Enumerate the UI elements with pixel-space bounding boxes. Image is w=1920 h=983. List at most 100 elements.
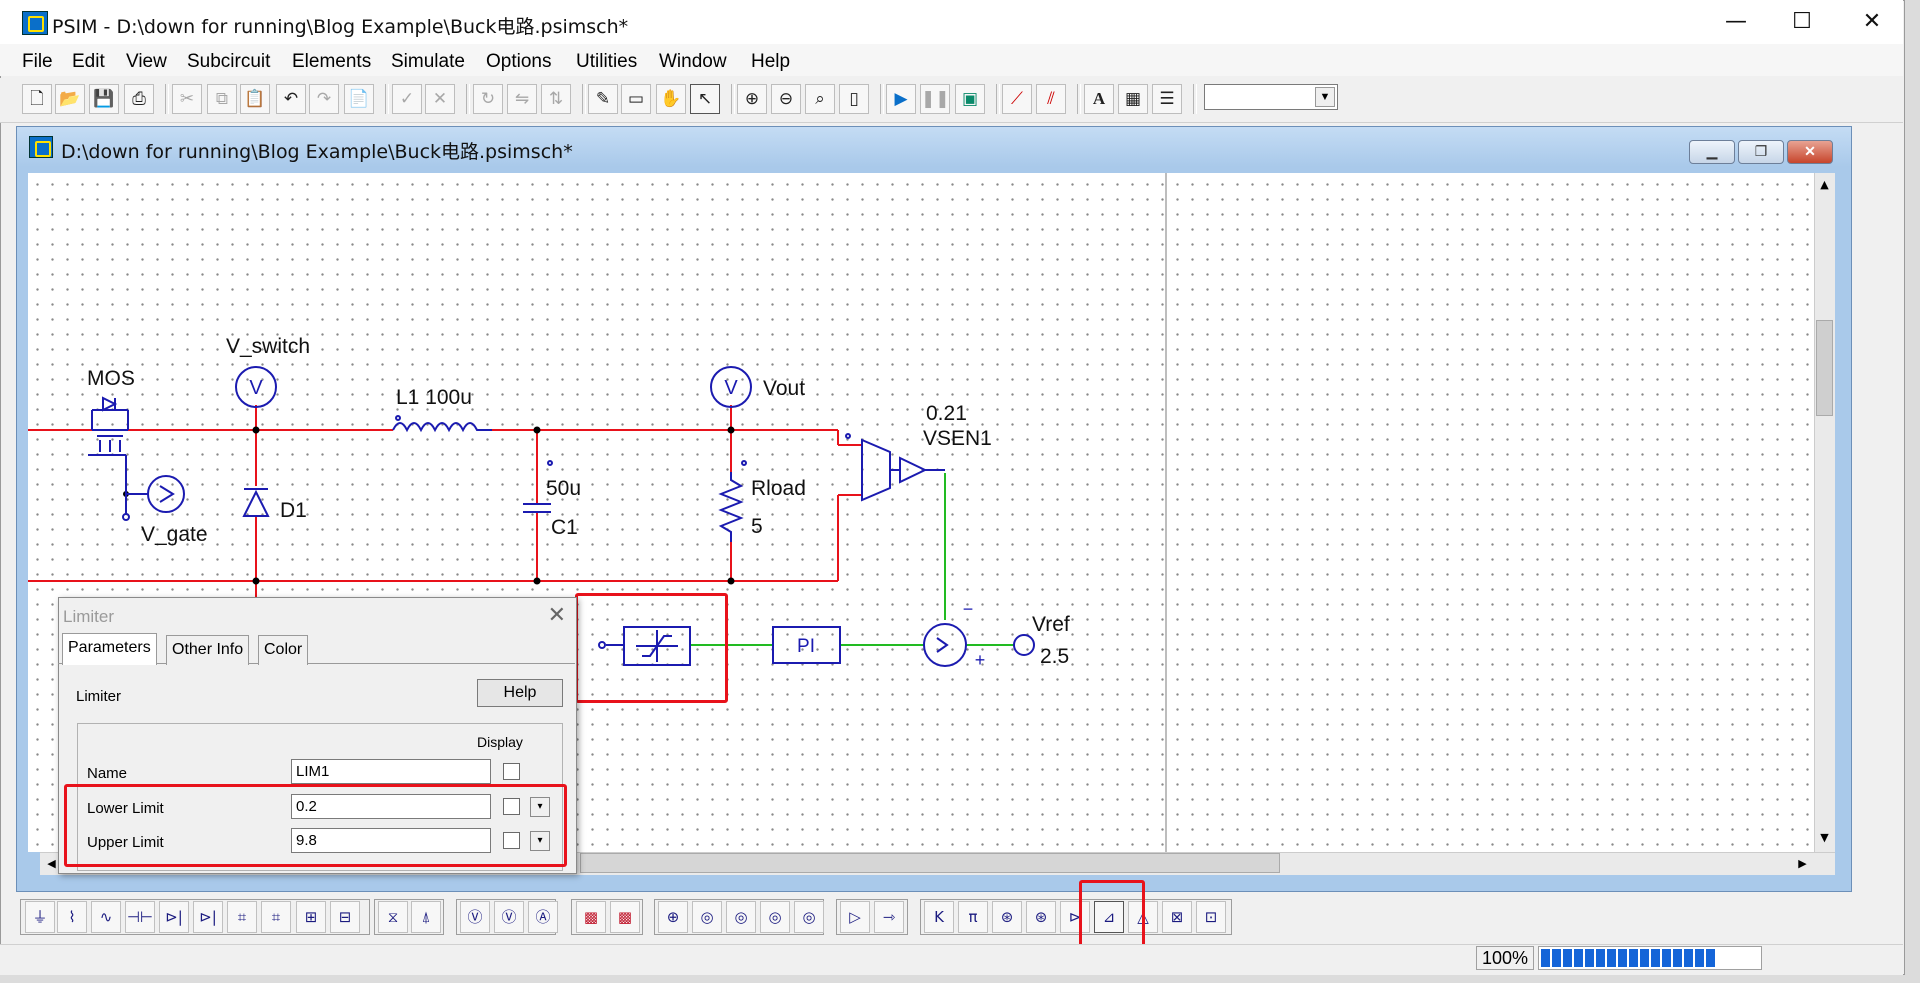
voltmeter-icon[interactable]: Ⓥ [460,901,490,933]
upper-limit-field[interactable]: 9.8 [291,828,491,853]
flip-tb-icon[interactable]: ⇅ [541,84,571,114]
k-gain-icon[interactable]: K [924,901,954,933]
name-display-checkbox[interactable] [503,763,520,780]
divider-icon[interactable]: ⊳ [1060,901,1090,933]
pan-hand-icon[interactable]: ✋ [656,84,686,114]
probe-diff-icon[interactable]: ⫽ [1036,84,1066,114]
dialog-close-icon[interactable]: ✕ [547,602,566,627]
igbt-icon[interactable]: ⌗ [227,901,257,933]
close-button[interactable]: ✕ [1862,9,1882,34]
zoh-icon[interactable]: ⊠ [1162,901,1192,933]
help-button[interactable]: Help [477,679,563,707]
tab-parameters[interactable]: Parameters [62,633,157,665]
library-icon[interactable]: ▦ [1118,84,1148,114]
lower-limit-field[interactable]: 0.2 [291,794,491,819]
mosfet-icon[interactable]: ⌗ [261,901,291,933]
vertical-scroll-thumb[interactable] [1816,320,1833,416]
upper-limit-display-checkbox[interactable] [503,832,520,849]
cross-icon[interactable]: ✕ [425,84,455,114]
select-arrow-icon[interactable]: ↖ [690,84,720,114]
menu-view[interactable]: View [126,51,167,72]
resistor-icon[interactable]: ⌇ [57,901,87,933]
element-combo[interactable]: ▼ [1204,84,1338,110]
redo-icon[interactable]: ↷ [309,84,339,114]
pulse-source-icon[interactable]: ◎ [726,901,756,933]
chevron-down-icon[interactable]: ▼ [1315,87,1335,107]
undo-icon[interactable]: ↶ [276,84,306,114]
menu-file[interactable]: File [22,51,53,72]
run-simulation-icon[interactable]: ▶ [886,84,916,114]
scroll-up-icon[interactable]: ▲ [1820,178,1829,191]
lower-limit-dropdown-icon[interactable]: ▾ [530,797,550,817]
abs-block-icon[interactable]: ⊡ [1196,901,1226,933]
text-icon[interactable]: A [1084,84,1114,114]
doc-minimize-button[interactable]: ▁ [1689,140,1735,164]
flip-lr-icon[interactable]: ⇋ [507,84,537,114]
current-source-icon[interactable]: ◎ [760,901,790,933]
scope-icon[interactable]: ▩ [576,901,606,933]
scroll-right-icon[interactable]: ▶ [1798,857,1807,870]
bjt-icon[interactable]: ⊞ [296,901,326,933]
transformer-icon[interactable]: ⧖ [378,901,408,933]
clipboard-icon[interactable]: 📄 [344,84,374,114]
ac-voltmeter-icon[interactable]: Ⓥ [494,901,524,933]
upper-limit-dropdown-icon[interactable]: ▾ [530,831,550,851]
minimize-button[interactable]: — [1725,9,1747,34]
gating-block-icon[interactable]: ⇾ [874,901,904,933]
limiter-icon[interactable]: ⊿ [1094,901,1124,933]
menu-utilities[interactable]: Utilities [576,51,638,72]
wire-pen-icon[interactable]: ✎ [588,84,618,114]
opamp-icon[interactable]: ⍋ [411,901,441,933]
diode-icon[interactable]: ⊳| [159,901,189,933]
scroll-down-icon[interactable]: ▼ [1820,831,1829,844]
label-icon[interactable]: ▭ [621,84,651,114]
open-folder-icon[interactable]: 📂 [55,84,85,114]
ac-source-icon[interactable]: ◎ [692,901,722,933]
thyristor-icon[interactable]: ⊳| [193,901,223,933]
multiplier-icon[interactable]: ⊛ [1026,901,1056,933]
probe-scope-icon[interactable]: ▩ [610,901,640,933]
menu-simulate[interactable]: Simulate [391,51,465,72]
save-icon[interactable]: 💾 [89,84,119,114]
menu-edit[interactable]: Edit [72,51,105,72]
doc-restore-button[interactable]: ❐ [1738,140,1784,164]
zoom-out-icon[interactable]: ⊖ [771,84,801,114]
print-icon[interactable]: ⎙ [124,84,154,114]
menu-window[interactable]: Window [659,51,727,72]
cut-icon[interactable]: ✂ [172,84,202,114]
rotate-icon[interactable]: ↻ [473,84,503,114]
probe-icon[interactable]: ⟋ [1002,84,1032,114]
inductor-icon[interactable]: ∿ [91,901,121,933]
menu-subcircuit[interactable]: Subcircuit [187,51,271,72]
ground-icon[interactable]: ⏚ [25,901,55,933]
ammeter-icon[interactable]: Ⓐ [528,901,558,933]
vertical-scrollbar[interactable] [1814,173,1835,852]
horizontal-scroll-thumb[interactable] [580,853,1280,873]
summer-icon[interactable]: ⊛ [992,901,1022,933]
comparator-icon[interactable]: ▷ [840,901,870,933]
pause-icon[interactable]: ❚❚ [920,84,950,114]
zoom-fit-icon[interactable]: ⌕ [805,84,835,114]
step-source-icon[interactable]: ◎ [794,901,824,933]
capacitor-icon[interactable]: ⊣⊢ [125,901,155,933]
menu-elements[interactable]: Elements [292,51,372,72]
menu-help[interactable]: Help [751,51,791,72]
switch-icon[interactable]: ⊟ [330,901,360,933]
page-icon[interactable]: ▯ [839,84,869,114]
lower-limit-display-checkbox[interactable] [503,798,520,815]
tab-color[interactable]: Color [258,635,309,665]
name-field[interactable]: LIM1 [291,759,491,784]
doc-close-button[interactable]: ✕ [1787,140,1833,164]
new-file-icon[interactable]: 🗋 [22,84,52,114]
dc-source-icon[interactable]: ⊕ [658,901,688,933]
paste-icon[interactable]: 📋 [240,84,270,114]
pi-block-icon[interactable]: π [958,901,988,933]
check-icon[interactable]: ✓ [392,84,422,114]
scroll-left-icon[interactable]: ◀ [47,857,56,870]
maximize-button[interactable]: ☐ [1792,9,1812,34]
element-list-icon[interactable]: ☰ [1152,84,1182,114]
zoom-in-icon[interactable]: ⊕ [737,84,767,114]
tab-other-info[interactable]: Other Info [166,635,250,665]
simview-icon[interactable]: ▣ [955,84,985,114]
copy-icon[interactable]: ⧉ [207,84,237,114]
